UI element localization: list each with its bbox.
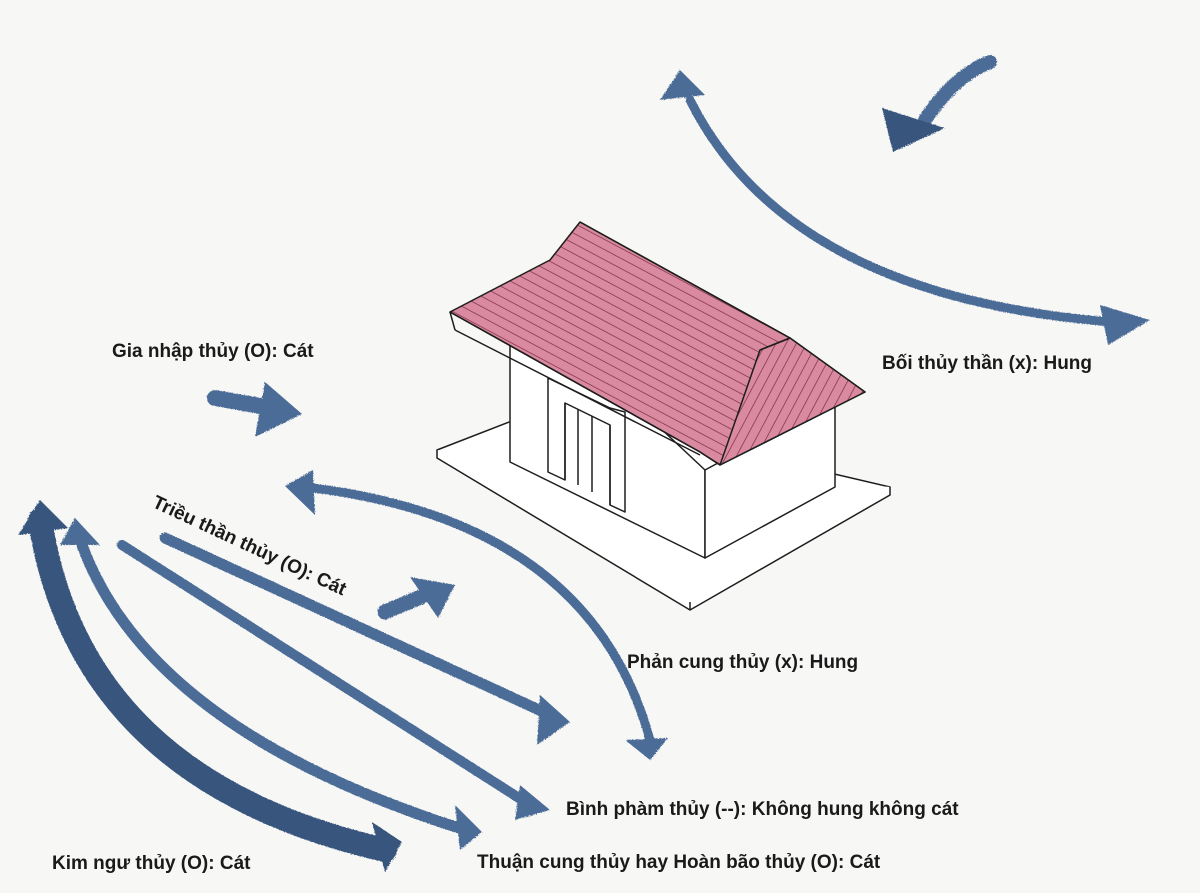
arrow-phan-cung-head-top — [285, 470, 315, 515]
arrow-phan-cung-head-bottom — [625, 738, 668, 760]
arrow-boi-thuy-arc — [685, 95, 1130, 328]
label-boi-thuy-than: Bối thủy thần (x): Hung — [882, 353, 1093, 374]
arrow-straight-upper-head — [537, 695, 570, 745]
arrow-gia-nhap-head — [255, 382, 302, 437]
label-kim-ngu-thuy: Kim ngư thủy (O): Cát — [52, 853, 251, 874]
house — [436, 221, 891, 611]
arrow-kim-ngu-head-top — [18, 500, 68, 535]
arrow-trieu-than-head — [410, 577, 455, 618]
arrow-binh-pham — [117, 540, 535, 810]
arrow-boi-thuy-head-top — [660, 70, 705, 100]
house-doorway — [547, 377, 626, 513]
label-binh-pham-thuy: Bình phàm thủy (--): Không hung không cá… — [566, 799, 959, 820]
arrows — [18, 55, 1150, 872]
label-thuan-cung-thuy: Thuận cung thủy hay Hoàn bão thủy (O): C… — [477, 852, 881, 873]
label-gia-nhap-thuy: Gia nhập thủy (O): Cát — [112, 341, 314, 362]
arrow-kim-ngu-head-bottom — [372, 822, 402, 872]
arrow-curved-top-right-head — [882, 108, 945, 152]
arrow-thuan-cung-head-top — [60, 518, 100, 545]
arrow-straight-upper — [159, 532, 556, 721]
label-phan-cung-thuy: Phản cung thủy (x): Hung — [627, 652, 859, 673]
arrow-kim-ngu-arc — [28, 508, 397, 862]
arrow-phan-cung-arc — [300, 482, 655, 745]
arrow-thuan-cung-head-bottom — [455, 805, 482, 850]
arrow-thuan-cung-arc — [76, 539, 471, 836]
arrow-boi-thuy-head-right — [1100, 305, 1150, 345]
arrow-trieu-than — [377, 585, 438, 620]
arrow-binh-pham-head — [515, 785, 550, 820]
arrow-curved-top-right — [918, 55, 997, 127]
